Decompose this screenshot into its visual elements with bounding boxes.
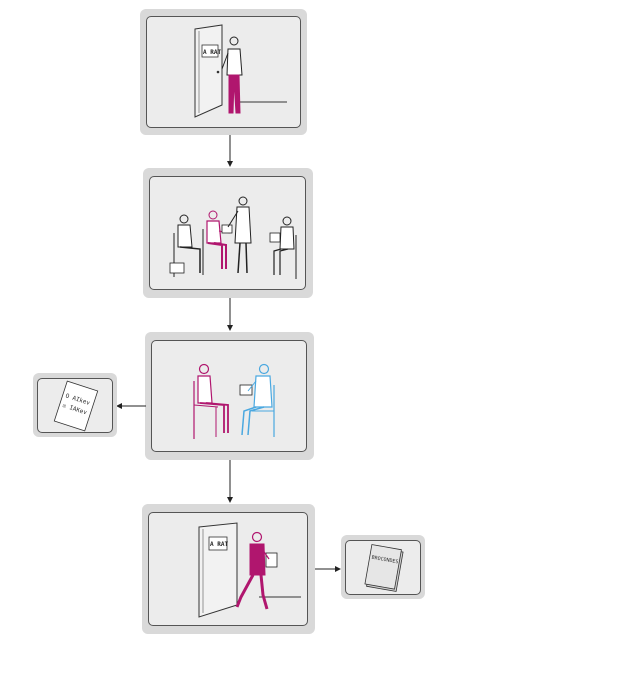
step-4-frame: A RAT (148, 512, 308, 626)
consultation-illustration (193, 363, 275, 439)
booklet-title: BROCONDES (371, 555, 399, 566)
door-scene-illustration: A RAT (194, 24, 287, 118)
arrow-3-to-form (116, 403, 146, 409)
form-document-frame: O AIkev ☒ IAKev (37, 378, 113, 433)
step-2-frame (149, 176, 306, 290)
exit-door-sign (208, 536, 228, 551)
step-4-panel: A RAT (142, 504, 315, 634)
booklet-illustration: BROCONDES (364, 544, 404, 592)
step-3-panel (145, 332, 314, 460)
door-sign-text: A RAT (203, 49, 221, 56)
exit-door-sign-text: A RAT (210, 541, 228, 548)
door-sign (201, 44, 219, 58)
arrow-1-to-2 (227, 135, 233, 167)
booklet-document-frame: BROCONDES (345, 540, 421, 595)
form-document-illustration: O AIkev ☒ IAKev (53, 380, 99, 432)
step-1-panel: A RAT (140, 9, 307, 135)
arrow-4-to-booklet (315, 566, 341, 572)
step-1-frame: A RAT (146, 16, 301, 128)
waiting-room-illustration (169, 196, 297, 279)
form-document-panel: O AIkev ☒ IAKev (33, 373, 117, 437)
booklet-document-panel: BROCONDES (341, 535, 425, 599)
arrow-2-to-3 (227, 298, 233, 331)
step-3-frame (151, 340, 307, 452)
step-2-panel (143, 168, 313, 298)
arrow-3-to-4 (227, 460, 233, 503)
exit-scene-illustration: A RAT (198, 522, 301, 618)
